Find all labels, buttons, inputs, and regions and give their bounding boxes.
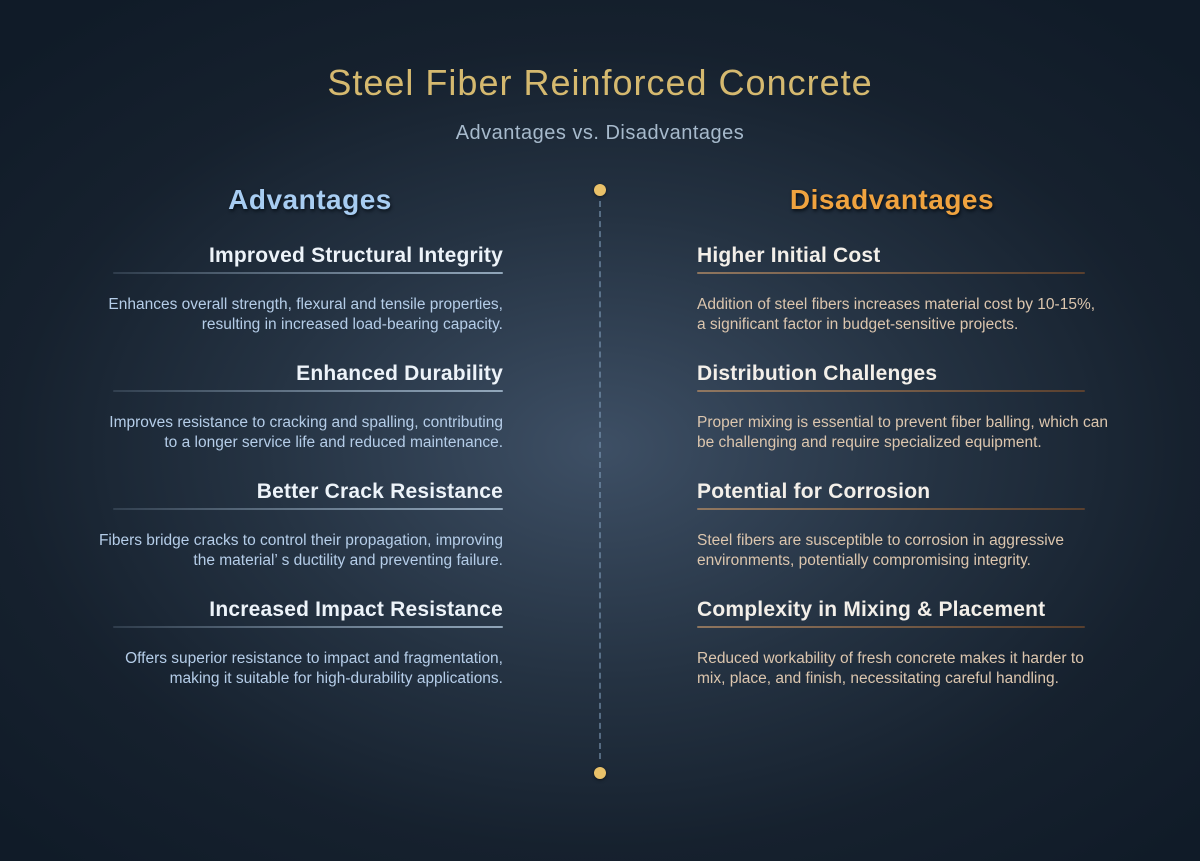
- advantages-column: Improved Structural Integrity Enhances o…: [66, 243, 503, 715]
- disadvantage-item-title: Distribution Challenges: [697, 362, 938, 385]
- disadvantage-item-title: Higher Initial Cost: [697, 244, 881, 267]
- title-underline: [697, 272, 1085, 274]
- disadvantage-item-4: Complexity in Mixing & Placement Reduced…: [697, 597, 1134, 689]
- disadvantage-item-body: Reduced workability of fresh concrete ma…: [697, 650, 1084, 687]
- page-subtitle: Advantages vs. Disadvantages: [455, 122, 745, 144]
- disadvantage-item-body: Addition of steel fibers increases mater…: [697, 296, 1096, 333]
- advantage-item-title: Improved Structural Integrity: [208, 244, 503, 267]
- advantage-item-3: Better Crack Resistance Fibers bridge cr…: [66, 479, 503, 571]
- title-underline: [697, 626, 1085, 628]
- disadvantage-item-2: Distribution Challenges Proper mixing is…: [697, 361, 1134, 453]
- title-underline: [113, 508, 503, 510]
- disadvantage-item-3: Potential for Corrosion Steel fibers are…: [697, 479, 1134, 571]
- title-underline: [697, 390, 1085, 392]
- divider-dot-top: [594, 184, 606, 196]
- disadvantage-item-title: Potential for Corrosion: [697, 480, 931, 503]
- title-underline: [697, 508, 1085, 510]
- title-underline: [113, 390, 503, 392]
- advantage-item-title: Increased Impact Resistance: [209, 598, 503, 621]
- advantage-item-body: Fibers bridge cracks to control their pr…: [98, 532, 503, 569]
- advantage-item-4: Increased Impact Resistance Offers super…: [66, 597, 503, 689]
- advantage-item-body: Enhances overall strength, flexural and …: [108, 296, 503, 333]
- title-underline: [113, 626, 503, 628]
- disadvantage-item-body: Proper mixing is essential to prevent fi…: [697, 414, 1108, 451]
- title-underline: [113, 272, 503, 274]
- advantage-item-title: Enhanced Durability: [296, 362, 503, 385]
- divider-dot-bottom: [594, 767, 606, 779]
- advantage-item-2: Enhanced Durability Improves resistance …: [66, 361, 503, 453]
- disadvantage-item-body: Steel fibers are susceptible to corrosio…: [697, 532, 1065, 569]
- advantage-item-body: Improves resistance to cracking and spal…: [109, 414, 503, 451]
- disadvantage-item-1: Higher Initial Cost Addition of steel fi…: [697, 243, 1134, 335]
- disadvantages-heading: Disadvantages: [789, 184, 995, 215]
- advantage-item-title: Better Crack Resistance: [256, 480, 503, 503]
- divider-dashed-line: [599, 201, 601, 759]
- disadvantage-item-title: Complexity in Mixing & Placement: [697, 598, 1046, 621]
- page-title: Steel Fiber Reinforced Concrete: [327, 62, 873, 103]
- advantages-heading: Advantages: [228, 184, 392, 215]
- header: Steel Fiber Reinforced Concrete Advantag…: [0, 62, 1200, 145]
- disadvantages-column: Higher Initial Cost Addition of steel fi…: [697, 243, 1134, 715]
- advantage-item-body: Offers superior resistance to impact and…: [125, 650, 503, 687]
- advantage-item-1: Improved Structural Integrity Enhances o…: [66, 243, 503, 335]
